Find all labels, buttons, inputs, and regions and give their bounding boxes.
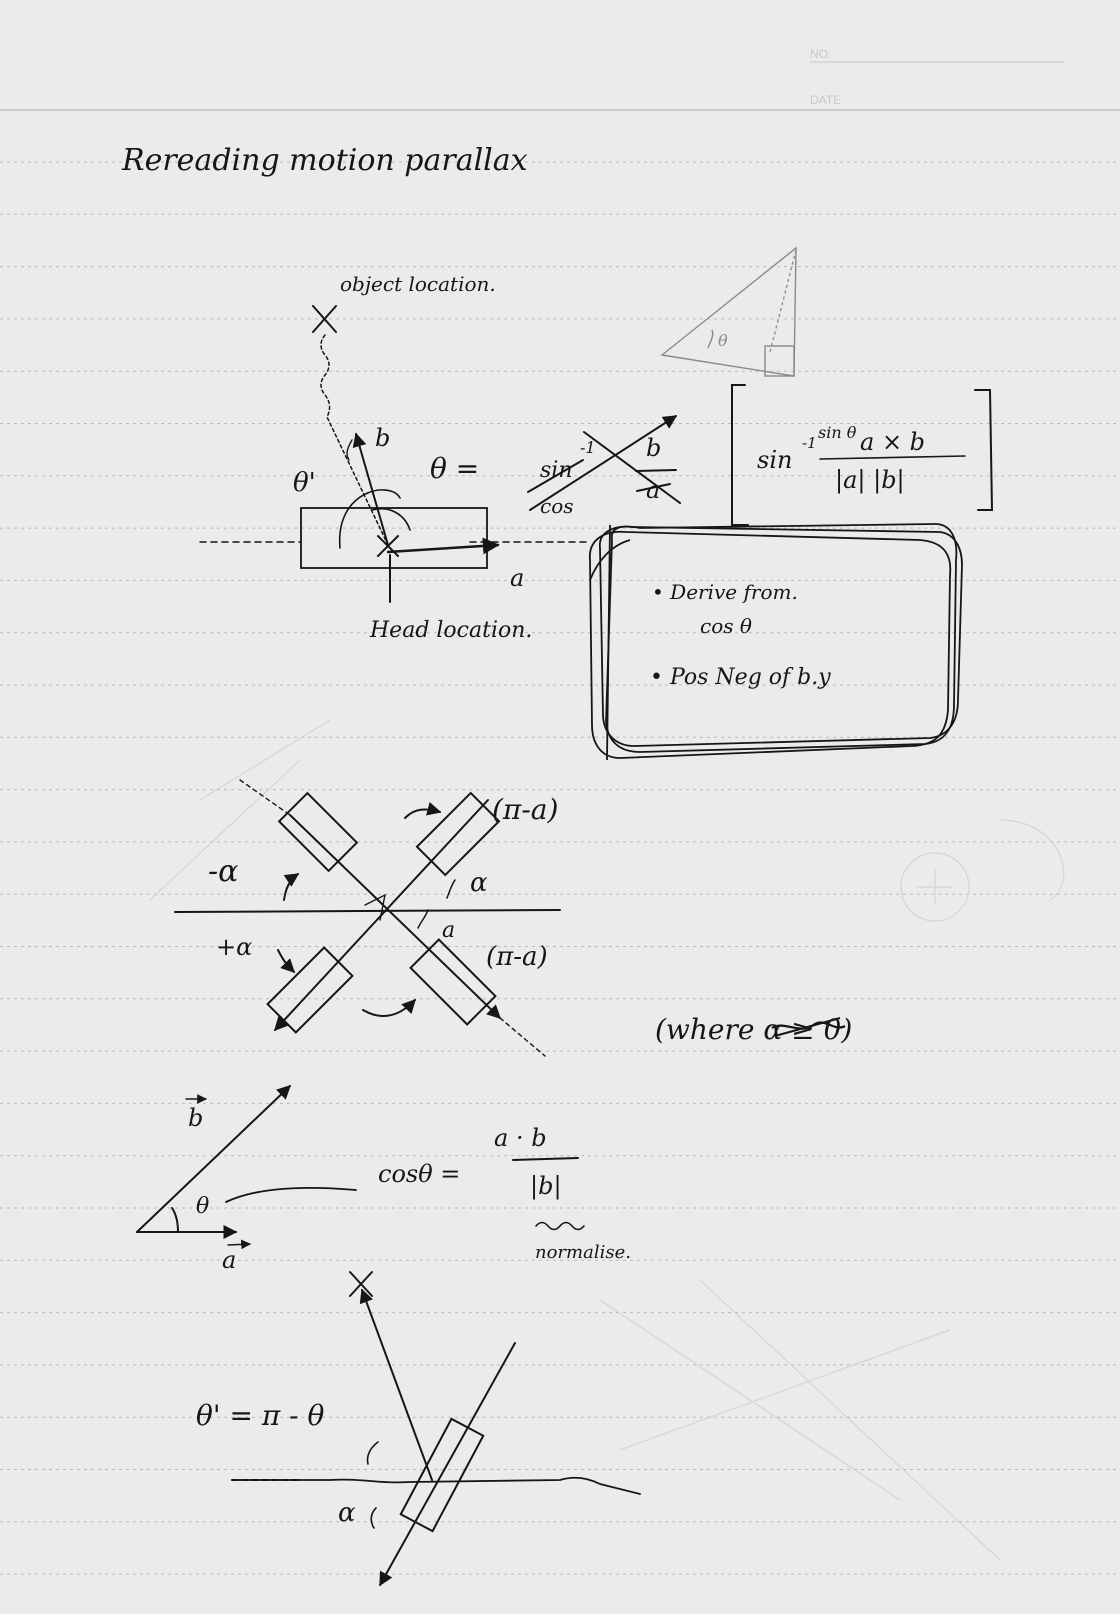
pi-minus-a-bottom: (π-a) bbox=[486, 942, 548, 972]
diagram-head-object bbox=[199, 305, 591, 603]
cos-label: cos bbox=[540, 494, 574, 518]
theta-angle-label: θ bbox=[196, 1194, 210, 1219]
note-item-posneg-text: Pos Neg of b.y bbox=[669, 665, 831, 690]
theta-equals: θ = bbox=[430, 452, 480, 485]
inverse-superscript: -1 bbox=[580, 438, 596, 457]
where-note: (where α ≥ 0) bbox=[655, 1013, 853, 1046]
sin-struck: sin bbox=[540, 458, 573, 483]
sin-theta-note: sin θ bbox=[818, 423, 857, 442]
note-item-posneg: • Pos Neg of b.y bbox=[650, 665, 831, 690]
alpha-right-label: α bbox=[470, 868, 488, 898]
dot-product-numerator: a · b bbox=[494, 1124, 547, 1152]
pi-minus-a-top: (π-a) bbox=[492, 793, 559, 826]
b-vector-label-2: b bbox=[188, 1104, 204, 1132]
alpha-label-bottom: α bbox=[338, 1498, 356, 1528]
b-vector-label: b bbox=[375, 424, 391, 452]
dot-product-denominator: |b| bbox=[530, 1172, 562, 1200]
diagram-theta-prime bbox=[231, 1271, 641, 1587]
triangle-sketch bbox=[660, 246, 797, 377]
a-vector-label: a bbox=[510, 564, 525, 592]
cos-theta-equation: cosθ = bbox=[378, 1160, 461, 1188]
theta-equation-marks bbox=[527, 384, 994, 526]
object-location-label: object location. bbox=[340, 272, 496, 296]
cross-product-numerator: a × b bbox=[860, 428, 926, 456]
fraction-numerator: b bbox=[646, 434, 662, 462]
erased-marks bbox=[149, 719, 1065, 1561]
minus-alpha-label: -α bbox=[208, 854, 239, 889]
normalise-label: normalise. bbox=[535, 1242, 631, 1263]
diagram-alpha-cross bbox=[174, 779, 561, 1057]
fraction-denominator: a bbox=[646, 476, 661, 504]
ruled-lines bbox=[0, 161, 1120, 1575]
cross-product-denominator: |a| |b| bbox=[835, 466, 905, 494]
theta-prime-relation: θ' = π - θ bbox=[196, 1399, 325, 1432]
note-item-derive-text: Derive from. bbox=[670, 580, 798, 604]
note-box bbox=[589, 523, 963, 761]
plus-alpha-label: +α bbox=[216, 933, 253, 961]
page-title: Rereading motion parallax bbox=[122, 143, 528, 178]
a-vector-label-2: a bbox=[222, 1246, 237, 1274]
a-small-label: a bbox=[442, 918, 456, 943]
arcsin-inverse: -1 bbox=[802, 434, 817, 452]
where-note-strike bbox=[771, 1016, 846, 1038]
head-location-label: Head location. bbox=[370, 618, 533, 643]
diagram-cos-theta bbox=[136, 1085, 585, 1250]
note-item-cos: cos θ bbox=[700, 614, 752, 638]
theta-prime-label: θ' bbox=[293, 468, 316, 498]
date-field-label: DATE bbox=[810, 93, 842, 107]
no-field-label: NO. bbox=[810, 47, 832, 61]
arcsin-label: sin bbox=[757, 446, 793, 474]
triangle-theta: θ bbox=[718, 331, 728, 350]
note-item-derive: • Derive from. bbox=[652, 580, 798, 604]
